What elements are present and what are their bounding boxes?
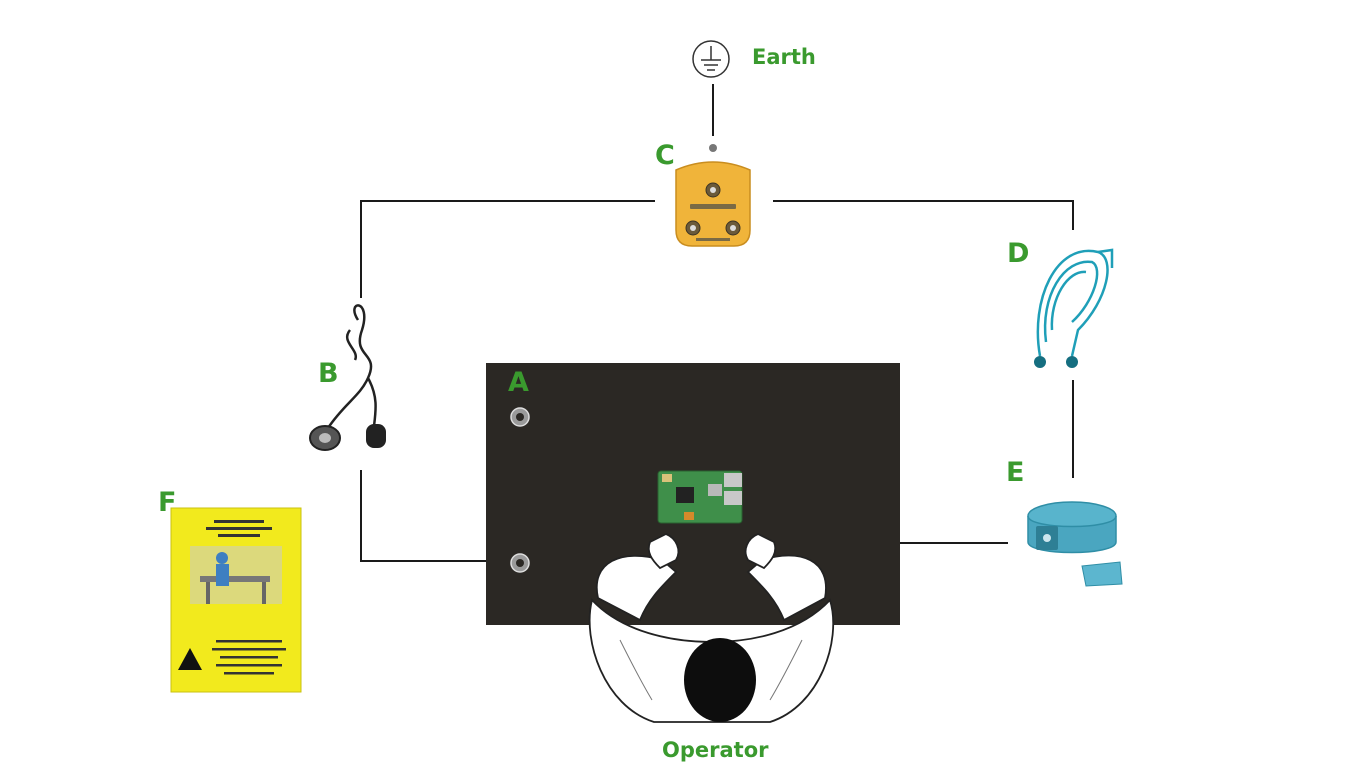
label-b: B — [318, 358, 339, 389]
operator-figure — [588, 533, 835, 723]
circuit-board — [657, 470, 743, 524]
mat-snap-bottom — [510, 553, 530, 573]
earth-label: Earth — [752, 45, 816, 69]
operator-label: Operator — [662, 738, 769, 762]
label-d: D — [1007, 238, 1030, 269]
wire-plug-to-b — [360, 200, 655, 298]
wrist-strap — [1027, 501, 1123, 587]
earth-bonding-plug — [675, 144, 751, 247]
ground-cord-snaps — [309, 424, 386, 451]
label-c: C — [655, 140, 675, 171]
wire-b-to-mat — [360, 470, 515, 562]
mat-snap-top — [510, 407, 530, 427]
label-f: F — [158, 487, 177, 518]
esd-awareness-booklet — [170, 507, 302, 693]
label-a: A — [508, 367, 529, 398]
wire-plug-to-d — [773, 200, 1074, 230]
ground-cord — [326, 304, 377, 429]
label-e: E — [1006, 457, 1025, 488]
earth-ground-icon — [692, 40, 730, 78]
esd-warning-icon — [178, 648, 202, 670]
coil-cord — [1034, 248, 1114, 368]
